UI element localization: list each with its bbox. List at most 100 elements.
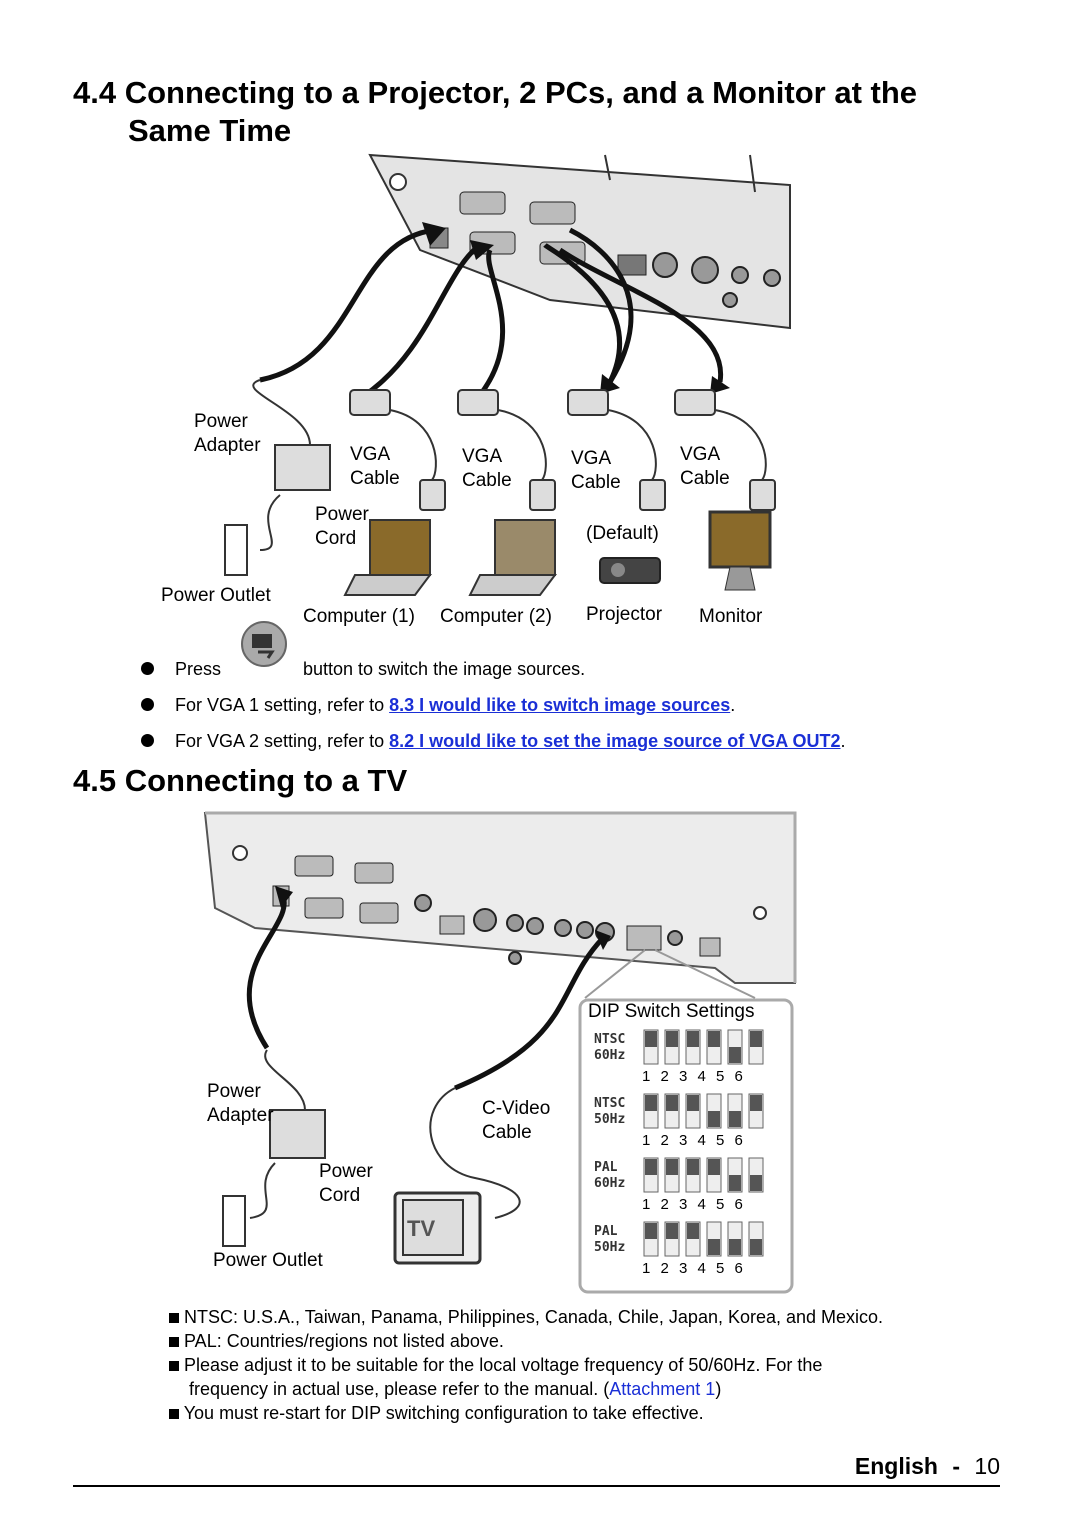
note-ntsc: NTSC: U.S.A., Taiwan, Panama, Philippine… (169, 1305, 1049, 1329)
label-text: VGA (350, 444, 391, 465)
bullet-press-tail: button to switch the image sources. (303, 659, 586, 679)
label-power-adapter: Power Adapter (194, 410, 261, 458)
note-text: Please adjust it to be suitable for the … (184, 1355, 823, 1375)
dip-switch-knob-up (645, 1223, 657, 1239)
projector-connection-diagram (224, 153, 791, 596)
dip-switch-knob-up (666, 1031, 678, 1047)
dip-switch-knob-down (750, 1239, 762, 1255)
dip-standard: PAL (594, 1224, 618, 1239)
link-switch-image-sources[interactable]: 8.3 I would like to switch image sources (389, 695, 731, 715)
tv-text-mark: TV (407, 1216, 435, 1241)
label-text: Power (319, 1161, 373, 1182)
bullet-dot (141, 662, 154, 675)
title-line-1: 4.4 Connecting to a Projector, 2 PCs, an… (73, 75, 918, 110)
label-text: Cord (319, 1185, 361, 1206)
note-text: PAL: Countries/regions not listed above. (184, 1331, 504, 1351)
label-text: VGA (462, 446, 503, 467)
note-text: frequency in actual use, please refer to… (189, 1379, 610, 1399)
bullet-vga1: For VGA 1 setting, refer to 8.3 I would … (141, 693, 735, 717)
label-power-outlet: Power Outlet (161, 585, 271, 606)
dip-switch-knob-up (645, 1095, 657, 1111)
label-power-cord: Power Cord (315, 503, 369, 551)
label-text: Cord (315, 528, 357, 549)
bullet-press: Press (141, 657, 221, 681)
dip-switch-row (643, 1093, 764, 1129)
label-power-outlet-tv: Power Outlet (213, 1250, 323, 1271)
link-set-vga-out2-source[interactable]: 8.2 I would like to set the image source… (389, 731, 841, 751)
bullet-text: For VGA 1 setting, refer to (175, 695, 390, 715)
note-adjust-cont: frequency in actual use, please refer to… (169, 1377, 1049, 1401)
note-pal: PAL: Countries/regions not listed above. (169, 1329, 1049, 1353)
section-title-4-5: 4.5 Connecting to a TV (73, 763, 408, 798)
dip-switch-numbers: 1 2 3 4 5 6 (642, 1132, 743, 1149)
label-text: Cable (571, 472, 621, 493)
label-text: Power (207, 1081, 261, 1102)
dip-switch-row (643, 1221, 764, 1257)
notes-list: NTSC: U.S.A., Taiwan, Panama, Philippine… (169, 1305, 1049, 1425)
dip-frequency: 60Hz (594, 1176, 626, 1191)
section-title-4-4: 4.4 Connecting to a Projector, 2 PCs, an… (73, 74, 1033, 150)
square-bullet (169, 1409, 179, 1419)
dip-switch-row (643, 1029, 764, 1065)
dip-frequency: 50Hz (594, 1112, 626, 1127)
label-default: (Default) (586, 523, 659, 544)
dip-switch-knob-up (666, 1159, 678, 1175)
bullet-text: . (840, 731, 846, 751)
dip-switch-knob-up (666, 1095, 678, 1111)
bullet-text: . (730, 695, 736, 715)
dip-switch-knob-down (729, 1175, 741, 1191)
dip-switch-knob-down (750, 1175, 762, 1191)
dip-switch-knob-up (708, 1159, 720, 1175)
dip-switch-numbers: 1 2 3 4 5 6 (642, 1260, 743, 1277)
label-text: VGA (680, 444, 721, 465)
label-vga-cable-1: VGA Cable (350, 443, 400, 491)
label-projector: Projector (586, 604, 663, 625)
dip-switch-knob-up (687, 1031, 699, 1047)
note-restart: You must re-start for DIP switching conf… (169, 1401, 1049, 1425)
dip-frequency: 50Hz (594, 1240, 626, 1255)
dip-switch-knob-up (666, 1223, 678, 1239)
footer-rule (73, 1485, 1000, 1487)
source-button-icon (241, 621, 287, 667)
page-footer: English - 10 (855, 1453, 1000, 1480)
label-cvideo-cable: C-Video Cable (482, 1097, 550, 1145)
dip-switch-knob-up (750, 1095, 762, 1111)
dip-switch-knob-up (687, 1223, 699, 1239)
bullet-text: For VGA 2 setting, refer to (175, 731, 390, 751)
label-monitor: Monitor (699, 606, 763, 627)
label-text: VGA (571, 448, 612, 469)
dip-switch-knob-up (750, 1031, 762, 1047)
title-line-2: Same Time (128, 113, 292, 148)
dip-switch-knob-down (729, 1111, 741, 1127)
dip-switch-knob-up (645, 1159, 657, 1175)
bullet-text: Press (175, 659, 222, 679)
label-power-cord-tv: Power Cord (319, 1160, 373, 1208)
dip-switch-knob-down (708, 1111, 720, 1127)
link-attachment-1[interactable]: Attachment 1 (609, 1379, 716, 1399)
dip-standard: PAL (594, 1160, 618, 1175)
bullet-dot (141, 734, 154, 747)
dip-switch-knob-up (687, 1095, 699, 1111)
label-text: Cable (350, 468, 400, 489)
square-bullet (169, 1361, 179, 1371)
dip-standard: NTSC (594, 1096, 626, 1111)
label-text: Cable (482, 1122, 532, 1143)
label-text: C-Video (482, 1098, 551, 1119)
dip-switch-knob-down (708, 1239, 720, 1255)
footer-separator: - (952, 1453, 961, 1479)
label-power-adapter-tv: Power Adapter (207, 1080, 274, 1128)
square-bullet (169, 1313, 179, 1323)
label-vga-cable-4: VGA Cable (680, 443, 730, 491)
label-text: Adapter (207, 1105, 274, 1126)
label-vga-cable-3: VGA Cable (571, 447, 621, 495)
note-text: ) (715, 1379, 722, 1399)
label-text: Adapter (194, 435, 261, 456)
dip-switch-numbers: 1 2 3 4 5 6 (642, 1196, 743, 1213)
dip-switch-numbers: 1 2 3 4 5 6 (642, 1068, 743, 1085)
